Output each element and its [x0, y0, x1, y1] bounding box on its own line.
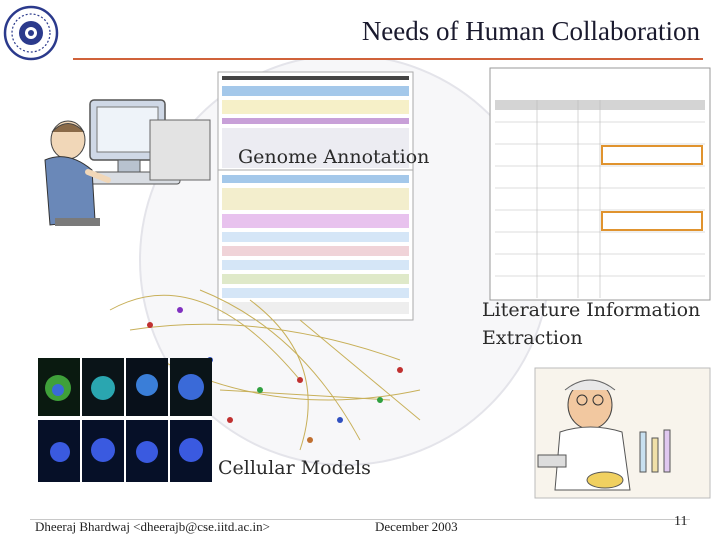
footer-date: December 2003: [375, 519, 458, 534]
pathway-network-diagram: [109, 289, 421, 451]
collaboration-collage: [38, 60, 711, 499]
slide-title: Needs of Human Collaboration: [361, 16, 700, 46]
scientist-illustration: [534, 367, 711, 499]
cellular-models-label: Cellular Models: [218, 457, 371, 479]
institute-logo: [3, 5, 59, 61]
page-number: 11: [674, 514, 688, 529]
researcher-computer-illustration: [44, 99, 211, 226]
literature-extraction-label-line1: Literature Information: [482, 299, 701, 321]
footer-author: Dheeraj Bhardwaj <dheerajb@cse.iitd.ac.i…: [35, 519, 270, 534]
genome-annotation-screenshots: [217, 71, 414, 321]
genome-annotation-label: Genome Annotation: [238, 146, 430, 168]
literature-extraction-label-line2: Extraction: [482, 327, 583, 349]
cell-microscopy-grid: [38, 358, 212, 482]
pathway-network-nodes: [147, 307, 403, 443]
literature-table-screenshot: [489, 67, 711, 301]
title-divider: [73, 58, 703, 60]
footer-divider: [30, 519, 690, 520]
